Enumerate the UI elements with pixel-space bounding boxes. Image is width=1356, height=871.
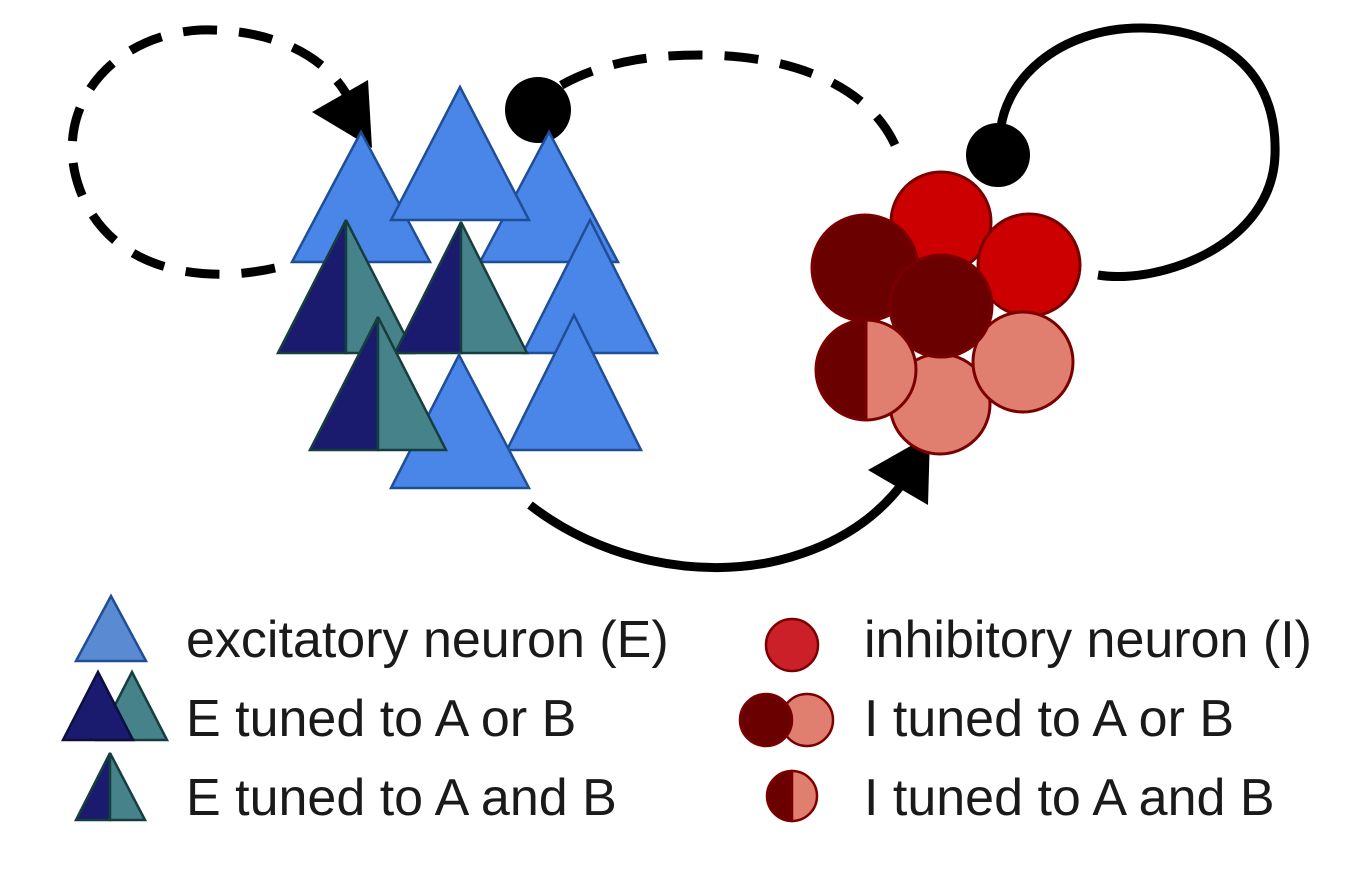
e-tuned-and-legend-icon [73, 752, 148, 822]
inhibitory-neuron [976, 212, 1082, 318]
i-tuned-to-a-neuron [888, 253, 994, 359]
e-to-e-arrowhead-icon [312, 80, 372, 148]
e-to-e-dashed-connection [67, 25, 357, 279]
i-to-e-inhibitory-terminal-icon [505, 77, 571, 143]
e-tuned-to-a-and-b-neuron [392, 221, 530, 355]
excitatory-neuron-legend-icon [73, 593, 149, 663]
i-tuned-to-a-and-b-neuron [814, 318, 918, 422]
legend-e-tuned-or-label: E tuned to A or B [186, 690, 576, 748]
legend-i-tuned-or-label: I tuned to A or B [864, 690, 1234, 748]
e-tuned-to-a-and-b-neuron [307, 316, 449, 452]
i-tuned-or-legend-icon [738, 692, 835, 748]
i-to-e-dashed-connection [542, 50, 900, 147]
inhibitory-neuron-legend-icon [764, 617, 820, 673]
excitatory-neuron [504, 312, 644, 452]
legend-e-tuned-and-label: E tuned to A and B [186, 769, 617, 827]
i-tuned-to-b-neuron [971, 310, 1075, 414]
i-tuned-and-legend-icon [765, 769, 819, 823]
e-tuned-or-legend-icon [60, 669, 170, 742]
i-to-i-solid-connection [995, 23, 1280, 281]
legend-inhibitory-label: inhibitory neuron (I) [864, 611, 1312, 669]
inhibitory-population [810, 170, 1082, 456]
i-to-i-inhibitory-terminal-icon [966, 123, 1030, 187]
e-to-i-arrowhead-icon [868, 435, 930, 505]
legend: excitatory neuron (E) E tuned to A or B … [60, 593, 1312, 827]
excitatory-population [275, 84, 660, 490]
legend-excitatory-label: excitatory neuron (E) [186, 611, 669, 669]
excitatory-neuron [388, 84, 532, 222]
e-to-i-solid-connection [527, 477, 909, 573]
legend-i-tuned-and-label: I tuned to A and B [864, 769, 1275, 827]
